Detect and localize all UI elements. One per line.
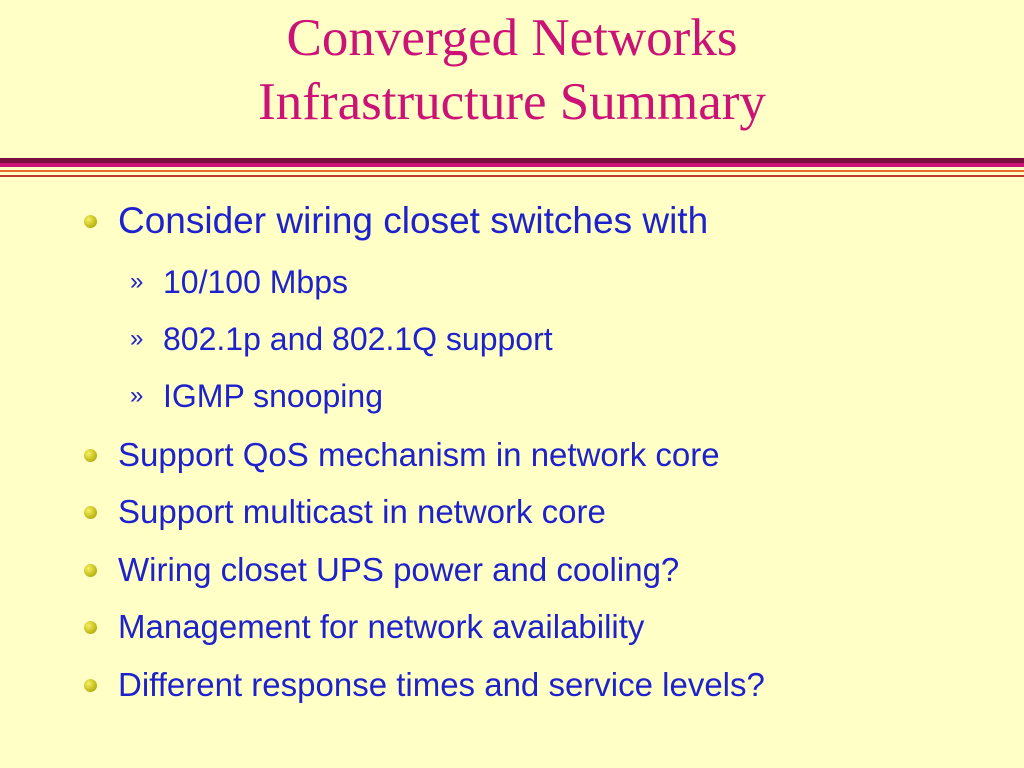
title-divider-dark: [0, 158, 1024, 163]
bullet-dot-icon: [84, 506, 97, 519]
sub-bullet-text: 802.1p and 802.1Q support: [163, 321, 553, 357]
bullet-dot-icon: [84, 449, 97, 462]
bullet-dot-icon: [84, 621, 97, 634]
bullet-text: Consider wiring closet switches with: [118, 200, 709, 241]
bullet-text: Wiring closet UPS power and cooling?: [118, 551, 680, 588]
title-line-1: Converged Networks: [286, 9, 738, 67]
title-divider-orange: [0, 170, 1024, 172]
bullet-dot-icon: [84, 564, 97, 577]
bullet-dot-icon: [84, 215, 97, 228]
bullet-dot-icon: [84, 679, 97, 692]
bullet-text: Support QoS mechanism in network core: [118, 436, 720, 473]
sub-bullet-marker: »: [130, 268, 144, 295]
title-line-2: Infrastructure Summary: [258, 73, 766, 131]
slide-title: Converged Networks Infrastructure Summar…: [0, 6, 1024, 134]
bullet-text: Support multicast in network core: [118, 493, 606, 530]
sub-bullet-text: IGMP snooping: [163, 378, 383, 414]
sub-bullet-marker: »: [130, 382, 144, 409]
bullet-text: Management for network availability: [118, 608, 645, 645]
sub-bullet-marker: »: [130, 325, 144, 352]
bullet-text: Different response times and service lev…: [118, 666, 765, 703]
sub-bullet-text: 10/100 Mbps: [163, 264, 349, 300]
title-divider-magenta: [0, 163, 1024, 167]
title-divider-red: [0, 175, 1024, 177]
